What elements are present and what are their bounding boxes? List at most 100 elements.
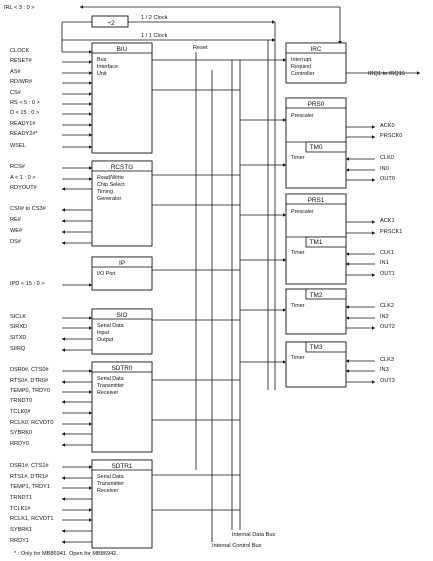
sdtr1-pins: DSR1#, CTS1# RTS1#, DTR1# TEMP1, TRDY1 T… xyxy=(10,463,54,544)
sdtr0-box xyxy=(91,361,153,453)
pin-ipd: IPD < 15 : 0 > xyxy=(10,281,45,287)
pin-arrow xyxy=(62,219,65,223)
pin-arrow xyxy=(62,400,65,404)
biu-name-box xyxy=(91,42,153,54)
pin-in0: IN0 xyxy=(380,166,389,172)
pin-we: WE# xyxy=(10,228,23,234)
biu-box xyxy=(91,42,153,154)
bus-arrow xyxy=(283,360,286,364)
irl-arrow xyxy=(80,5,83,9)
tm3-block: TM3 Timer xyxy=(291,344,323,361)
pin-arrow xyxy=(346,168,349,172)
pin-temp1-trdy1: TEMP1, TRDY1 xyxy=(10,484,50,490)
tm3-name-box xyxy=(305,341,347,353)
pin-trndt0: TRNDT0 xyxy=(10,398,32,404)
biu-desc-1: Bus xyxy=(97,57,107,63)
pin-clk0: CLK0 xyxy=(380,155,394,161)
sdtr0-desc-3: Receiver xyxy=(97,390,118,396)
sio-desc-3: Output xyxy=(97,337,114,343)
pin-arrow xyxy=(346,305,349,309)
tm3-pins: CLK3 IN3 OUT3 xyxy=(380,357,395,384)
pin-rcs: RCS# xyxy=(10,164,26,170)
footnote: * : Only for MB86941. Open for MB86942. xyxy=(14,551,118,557)
bus-arrow xyxy=(283,213,286,217)
pin-arrow xyxy=(89,60,92,64)
internal-control-bus-label: Internal Control Bus xyxy=(212,543,262,549)
pin-arrow xyxy=(62,208,65,212)
pin-arrow xyxy=(89,145,92,149)
bus-arrow xyxy=(283,308,286,312)
bus-arrow xyxy=(283,163,286,167)
pin-arrow xyxy=(89,422,92,426)
irc-block: IRC Interrupt Request Controller xyxy=(291,46,322,77)
clock-arrow xyxy=(272,38,275,42)
pin-rts0-dtr0: RTS0#, DTR0# xyxy=(10,378,49,384)
ip-block: IP I/O Port xyxy=(97,260,125,277)
sdtr1-desc-2: Transmitter xyxy=(97,481,124,487)
divide-by-2-label: ÷2 xyxy=(107,20,115,27)
rcstg-desc-1: Read/Write xyxy=(97,175,124,181)
pin-arrow xyxy=(372,231,375,235)
rcstg-name: RCSTG xyxy=(111,164,133,171)
pin-arrow xyxy=(89,390,92,394)
pin-arrow xyxy=(89,486,92,490)
irq-arrow xyxy=(417,71,420,75)
pin-clk2: CLK2 xyxy=(380,303,394,309)
prs1-pins: ACK1 PRSCK1 xyxy=(380,218,402,235)
tm1-desc-1: Timer xyxy=(291,250,305,256)
prs1-name-box xyxy=(285,193,347,205)
reset-label: Reset xyxy=(193,45,208,51)
pin-arrow xyxy=(89,369,92,373)
pin-arrow xyxy=(372,135,375,139)
pin-arrow xyxy=(62,540,65,544)
tm0-name-box xyxy=(305,141,347,153)
prs0-block: PRS0 Prescaler xyxy=(291,101,325,119)
divide-by-2-box xyxy=(91,15,129,28)
ip-desc-1: I/O Port xyxy=(97,271,116,277)
irl-signal-label: IRL < 3 : 0 > xyxy=(4,5,35,11)
pin-arrow xyxy=(62,529,65,533)
pin-ready1: READY1# xyxy=(10,121,36,127)
pin-tclk0: TCLK0# xyxy=(10,409,31,415)
pin-prsck1: PRSCK1 xyxy=(380,229,402,235)
sio-block: SIO Serial Data Input Output xyxy=(97,312,128,343)
tm2-name: TM2 xyxy=(310,292,323,299)
tm3-desc-1: Timer xyxy=(291,355,305,361)
sdtr1-name-box xyxy=(91,459,153,471)
pin-arrow xyxy=(89,316,92,320)
pin-ds: DS# xyxy=(10,239,22,245)
pin-arrow xyxy=(62,443,65,447)
pin-arrow xyxy=(346,369,349,373)
pin-arrow xyxy=(89,133,92,137)
rcstg-desc-4: Generator xyxy=(97,196,121,202)
half-clock-label: 1 / 2 Clock xyxy=(141,15,168,21)
tm2-desc-1: Timer xyxy=(291,303,305,309)
irc-name-box xyxy=(285,42,347,54)
sdtr1-desc-1: Serial Data xyxy=(97,474,124,480)
pin-in3: IN3 xyxy=(380,367,389,373)
pin-cs: CS# xyxy=(10,90,22,96)
pin-sybrk0: SYBRK0 xyxy=(10,430,32,436)
pin-arrow xyxy=(89,465,92,469)
internal-data-bus-label: Internal Data Bus xyxy=(232,532,275,538)
pin-arrow xyxy=(89,411,92,415)
rcstg-pins: RCS# A < 1 : 0 > RDYOUT# CS0# to CS3# RE… xyxy=(10,164,47,245)
prs0-pins: ACK0 PRSCK0 xyxy=(380,123,402,139)
pin-temp0-trdy0: TEMP0, TRDY0 xyxy=(10,388,50,394)
sdtr0-name: SDTR0 xyxy=(112,365,133,372)
irc-desc-1: Interrupt xyxy=(291,57,312,63)
tm1-name: TM1 xyxy=(310,239,323,246)
pin-in1: IN1 xyxy=(380,260,389,266)
pin-arrow xyxy=(89,283,92,287)
tm0-block: TM0 Timer xyxy=(291,144,323,161)
pin-out0: OUT0 xyxy=(380,176,395,182)
pin-out1: OUT1 xyxy=(380,271,395,277)
pin-wsel: WSEL xyxy=(10,143,26,149)
pin-irq1-irq15: IRQ1 to IRQ15 xyxy=(368,71,405,77)
pin-re: RE# xyxy=(10,217,22,223)
prs0-name-box xyxy=(285,97,347,109)
pin-arrow xyxy=(89,71,92,75)
prs1-name: PRS1 xyxy=(308,197,325,204)
